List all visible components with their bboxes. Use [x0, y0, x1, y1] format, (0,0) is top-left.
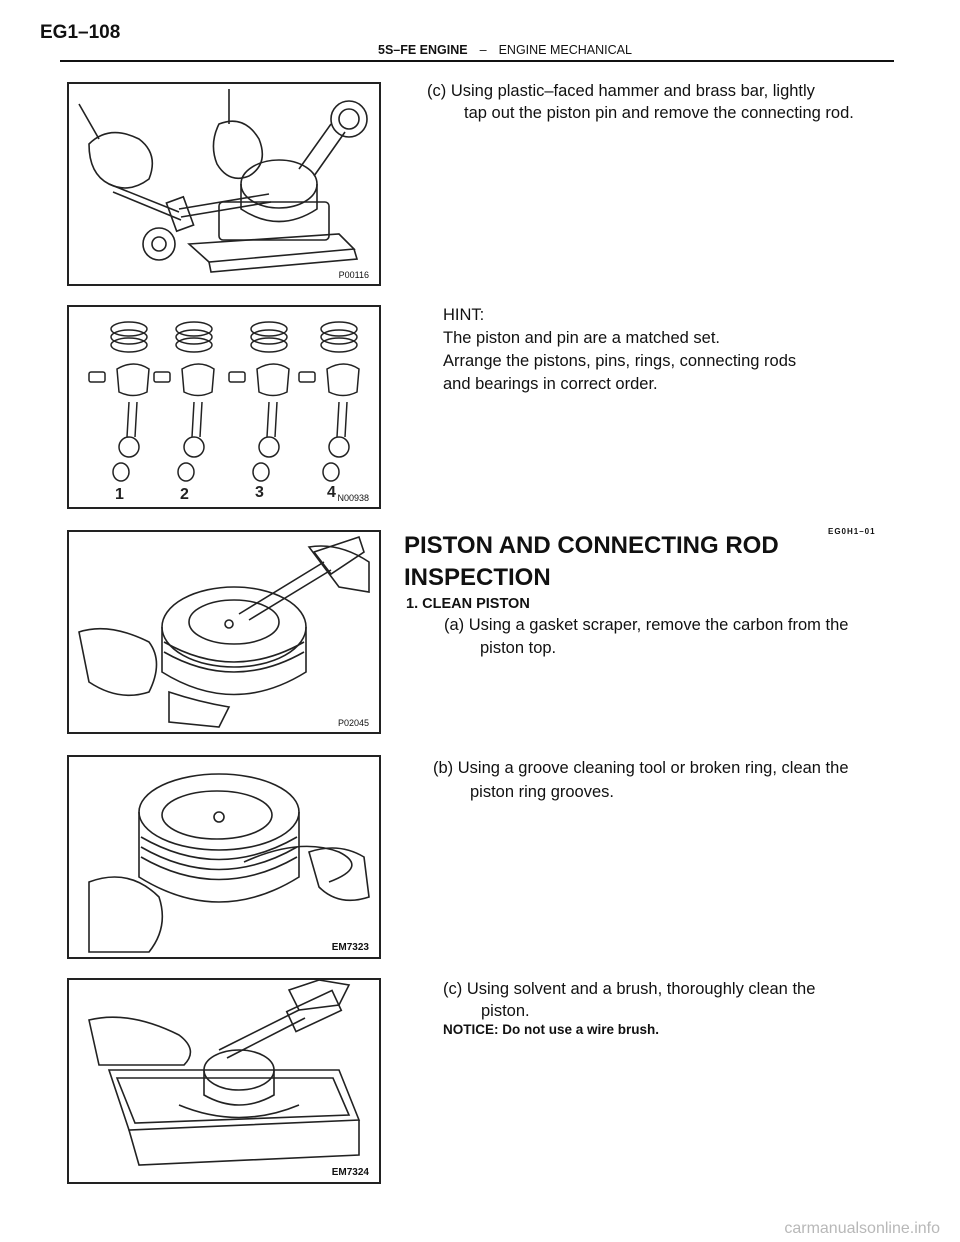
header-engine: 5S–FE ENGINE — [378, 43, 468, 57]
figure-code: P00116 — [338, 270, 369, 280]
step-c-remove-line1: (c) Using plastic–faced hammer and brass… — [427, 82, 815, 100]
section-title: PISTON AND CONNECTING ROD INSPECTION — [404, 530, 824, 594]
page-number: EG1–108 — [40, 22, 121, 43]
figure-code: P02045 — [337, 718, 369, 728]
hint-line3: and bearings in correct order. — [443, 375, 658, 393]
step-c-clean-line2: piston. — [481, 1002, 530, 1020]
set-label-1: 1 — [115, 486, 124, 503]
hint-line2: Arrange the pistons, pins, rings, connec… — [443, 352, 797, 370]
section-code: EG0H1–01 — [828, 527, 876, 536]
illustration-scraper-piston — [78, 535, 370, 728]
section-title-line2: INSPECTION — [404, 564, 551, 591]
figure-groove-cleaning: EM7323 — [67, 755, 381, 959]
figure-code: EM7323 — [331, 942, 369, 953]
hint-line1: The piston and pin are a matched set. — [443, 329, 721, 347]
illustration-groove-tool — [88, 773, 370, 953]
hint-label: HINT: — [443, 306, 485, 324]
illustration-solvent-tray — [88, 980, 361, 1166]
figure-solvent-brush: EM7324 — [67, 978, 381, 1184]
illustration-piston-sets: 1 2 3 4 — [88, 321, 360, 503]
header-separator: – — [479, 43, 487, 57]
step-1-clean-piston: 1. CLEAN PISTON — [406, 596, 530, 612]
set-label-3: 3 — [255, 484, 264, 501]
set-label-2: 2 — [180, 486, 189, 503]
watermark: carmanualsonline.info — [784, 1220, 940, 1237]
figure-parts-arrangement: 1 2 3 4 N00938 — [67, 305, 381, 509]
figure-code: N00938 — [337, 493, 369, 503]
step-c-remove-line2: tap out the piston pin and remove the co… — [464, 104, 854, 122]
figure-code: EM7324 — [331, 1167, 369, 1178]
section-title-line1: PISTON AND CONNECTING ROD — [404, 532, 779, 559]
set-label-4: 4 — [327, 484, 336, 501]
notice-text: NOTICE: Do not use a wire brush. — [443, 1022, 660, 1037]
step-b-line1: (b) Using a groove cleaning tool or brok… — [433, 759, 849, 777]
illustration-hammer-brass-bar — [78, 89, 368, 273]
step-b-line2: piston ring grooves. — [470, 783, 614, 801]
header-section: ENGINE MECHANICAL — [498, 43, 632, 57]
header-section-title: 5S–FE ENGINE–ENGINE MECHANICAL — [378, 43, 632, 57]
figure-tap-piston-pin: P00116 — [67, 82, 381, 286]
figure-gasket-scraper: P02045 — [67, 530, 381, 734]
step-a-line2: piston top. — [480, 639, 557, 657]
header-rule — [60, 60, 894, 62]
step-c-clean-line1: (c) Using solvent and a brush, thoroughl… — [443, 980, 816, 998]
step-a-line1: (a) Using a gasket scraper, remove the c… — [444, 616, 849, 634]
